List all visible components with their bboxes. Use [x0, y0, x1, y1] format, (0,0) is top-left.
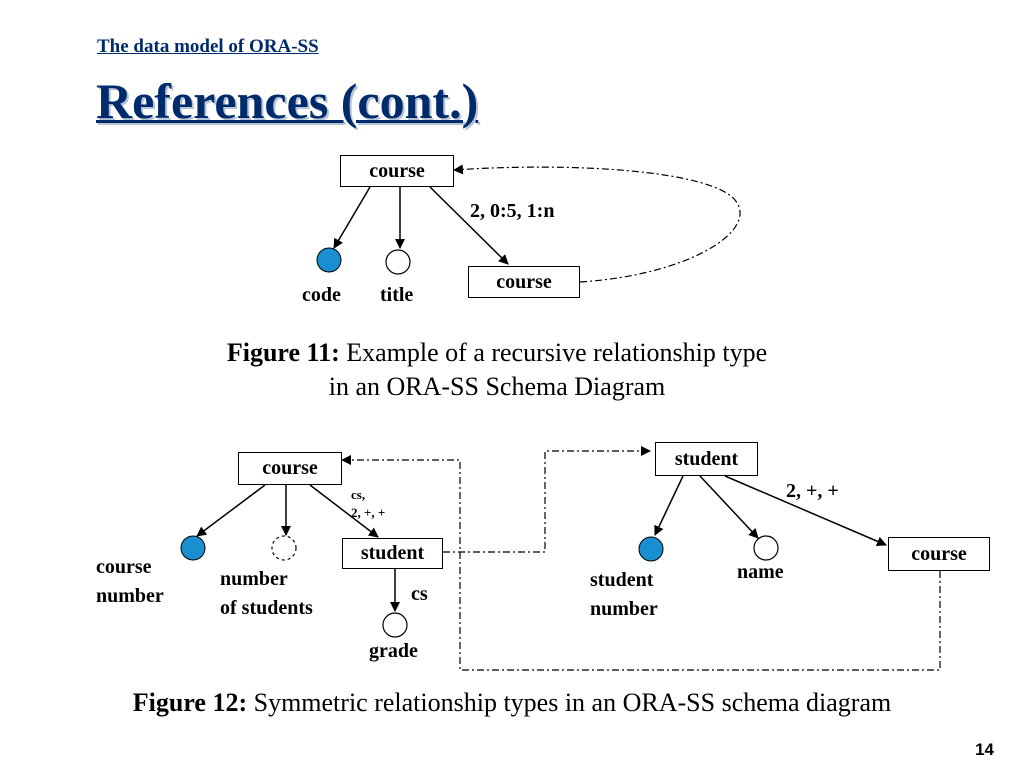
edge-student-name: [699, 475, 759, 539]
edge-course-code: [333, 186, 371, 249]
edge-course-course-number: [196, 484, 266, 537]
key-attribute-student-number-icon: [638, 536, 664, 562]
relationship-label: 2, 0:5, 1:n: [470, 200, 555, 222]
object-class-course: course: [238, 452, 342, 485]
reference-recursive: [453, 164, 741, 283]
slide-subtitle: The data model of ORA-SS: [97, 36, 319, 57]
figure12-caption: Figure 12: Symmetric relationship types …: [132, 688, 892, 717]
reference-student-to-student: [443, 446, 651, 553]
object-class-course-child: course: [468, 266, 580, 298]
attribute-label-name: name: [737, 561, 784, 583]
edge-course-course: [429, 186, 509, 265]
derived-attribute-number-of-students-icon: [271, 535, 297, 561]
attribute-label-grade: grade: [369, 640, 418, 662]
attribute-name-icon: [753, 535, 779, 561]
object-class-course-child: course: [888, 537, 990, 571]
key-attribute-course-number-icon: [180, 535, 206, 561]
edge-course-student: [309, 484, 379, 538]
figure11-caption: Figure 11: Example of a recursive relati…: [226, 338, 768, 401]
object-class-student-child: student: [342, 538, 443, 569]
key-attribute-code-icon: [316, 247, 342, 273]
page-number: 14: [975, 740, 994, 759]
attribute-title-icon: [385, 249, 411, 275]
object-class-course: course: [340, 155, 454, 187]
attribute-grade-icon: [382, 612, 408, 638]
edge-student-course: [724, 475, 887, 547]
slide-title: References (cont.): [96, 73, 479, 129]
relationship-label-line2: 2, +, +: [351, 505, 386, 520]
relationship-label-line1: cs,: [351, 487, 366, 502]
object-class-student: student: [655, 442, 758, 476]
reference-course-to-course: [341, 455, 941, 671]
relationship-attribute-label: cs: [411, 583, 428, 605]
relationship-label: 2, +, +: [786, 480, 839, 502]
attribute-label-title: title: [380, 284, 414, 306]
attribute-label-code: code: [302, 284, 341, 306]
edge-student-student-number: [654, 475, 684, 536]
